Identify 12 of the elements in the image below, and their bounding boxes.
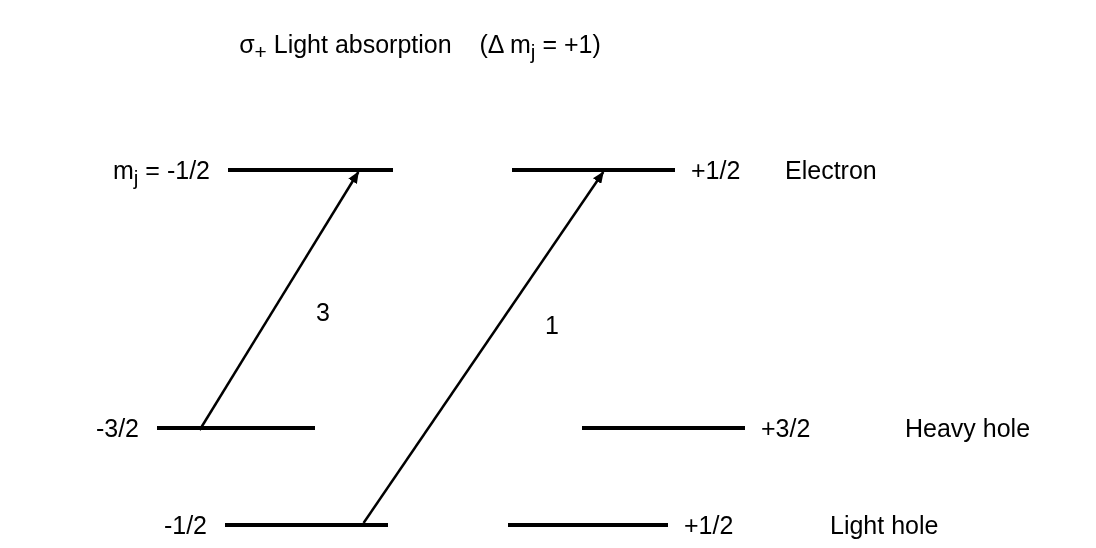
transition-arrow	[198, 171, 360, 431]
transition-arrow	[362, 171, 605, 524]
level-value: m$_{j}$ = -1/2	[112, 155, 210, 191]
level-value: +1/2	[691, 155, 741, 185]
level-value: -3/2	[95, 413, 139, 443]
band-label: Light hole	[830, 510, 939, 540]
level-value: +3/2	[761, 413, 811, 443]
band-label: Electron	[785, 155, 877, 185]
level-value: +1/2	[684, 510, 734, 540]
diagram-title: σ$_{+}$ Light absorption (Δ m$_{j}$ = +1)	[238, 30, 602, 64]
level-value: -1/2	[163, 510, 207, 540]
band-label: Heavy hole	[905, 413, 1031, 443]
